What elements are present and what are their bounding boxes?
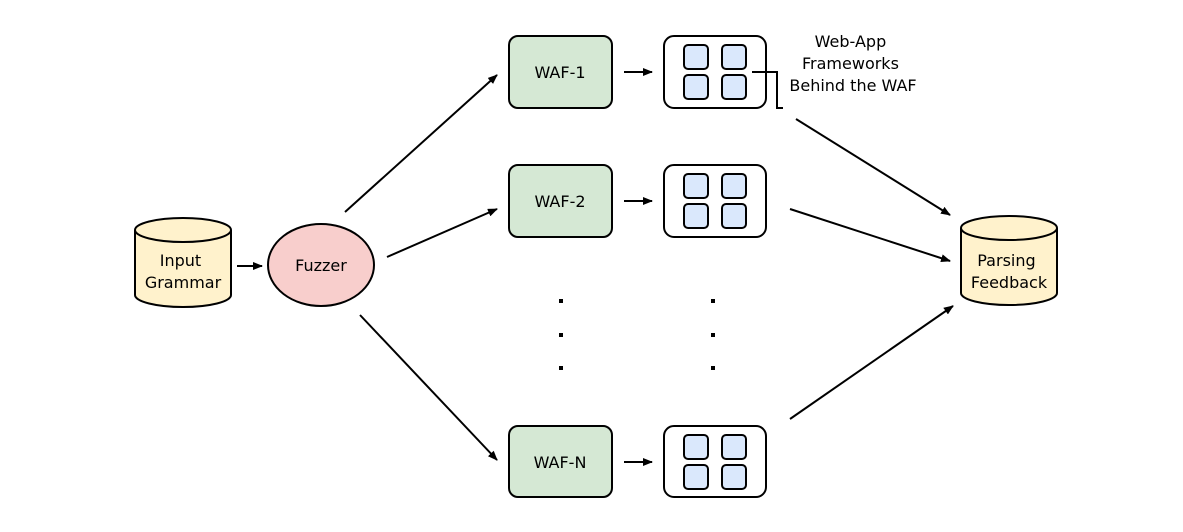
parsing-feedback-database: Parsing Feedback [960, 215, 1058, 306]
ellipsis-dot [559, 333, 563, 337]
ellipsis-dot [559, 366, 563, 370]
framework-cell [721, 44, 747, 70]
framework-cell [683, 203, 709, 229]
input-grammar-cylinder-body [134, 230, 232, 308]
parsing-feedback-cylinder-top [960, 215, 1058, 241]
frameworks-container [663, 425, 767, 498]
annotation-callout-line [752, 71, 783, 109]
frameworks-container [663, 164, 767, 238]
framework-cell [721, 173, 747, 199]
input-grammar-database: Input Grammar [134, 217, 232, 308]
frameworks-container [663, 35, 767, 109]
input-grammar-label: Input Grammar [145, 251, 222, 292]
fuzzer-ellipse [267, 223, 375, 307]
framework-cell [683, 44, 709, 70]
waf-row-2: WAF-2 [508, 164, 767, 238]
arrow-frameworks-1-to-feedback [795, 118, 951, 216]
waf-2-box [508, 164, 613, 238]
arrow-fuzzer-to-waf-1 [344, 74, 498, 213]
framework-cell [683, 74, 709, 100]
arrow-fuzzer-to-waf-n [359, 314, 498, 461]
vertical-ellipsis-waf-column [559, 299, 563, 370]
vertical-ellipsis-frameworks-column [711, 299, 715, 370]
ellipsis-dot [711, 299, 715, 303]
framework-cell [721, 464, 747, 490]
ellipsis-dot [711, 366, 715, 370]
arrow-fuzzer-to-waf-2 [386, 208, 498, 258]
parsing-feedback-label: Parsing Feedback [971, 251, 1048, 292]
framework-cell [721, 434, 747, 460]
arrow-frameworks-2-to-feedback [789, 208, 951, 263]
waf-1-label: WAF-1 [534, 63, 585, 82]
parsing-feedback-cylinder-body [960, 228, 1058, 306]
waf-row-n: WAF-N [508, 425, 767, 498]
waf-n-box [508, 425, 613, 498]
waf-row-1: WAF-1 [508, 35, 767, 109]
fuzzer-label: Fuzzer [295, 256, 347, 275]
waf-n-label: WAF-N [534, 453, 587, 472]
framework-cell [683, 464, 709, 490]
frameworks-box-1 [663, 35, 767, 109]
ellipsis-dot [711, 333, 715, 337]
input-grammar-cylinder-top [134, 217, 232, 243]
frameworks-box-n [663, 425, 767, 498]
waf-2-label: WAF-2 [534, 192, 585, 211]
framework-cell [683, 434, 709, 460]
web-app-frameworks-annotation: Web-App Frameworks Behind the WAF [789, 32, 916, 95]
framework-cell [721, 203, 747, 229]
arrow-frameworks-n-to-feedback [789, 305, 954, 420]
waf-1-box [508, 35, 613, 109]
framework-cell [721, 74, 747, 100]
framework-cell [683, 173, 709, 199]
ellipsis-dot [559, 299, 563, 303]
frameworks-box-2 [663, 164, 767, 238]
fuzzer-node: Fuzzer [267, 223, 375, 307]
